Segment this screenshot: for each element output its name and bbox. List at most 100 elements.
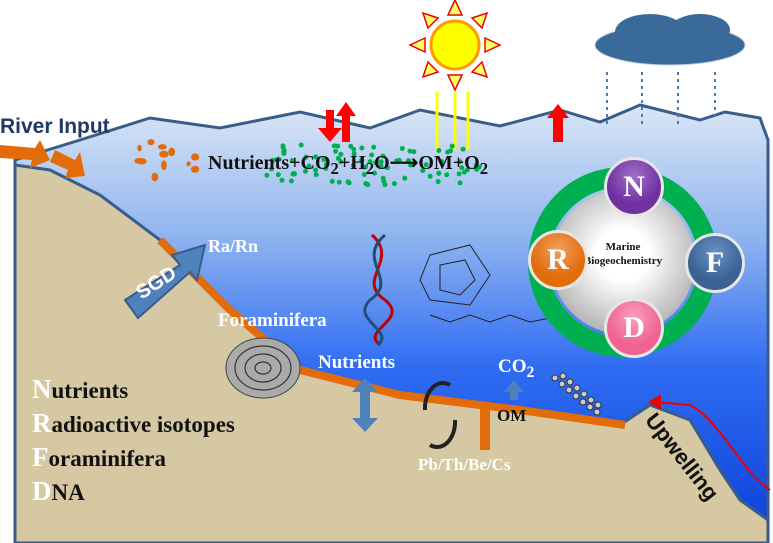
legend-text: adioactive isotopes xyxy=(51,412,235,437)
legend-text: NA xyxy=(51,480,85,505)
algae-dot xyxy=(351,151,357,157)
algae-dot xyxy=(439,158,445,164)
algae-dot xyxy=(335,143,341,149)
cycle-arrows-icon xyxy=(422,381,458,449)
legend-text: oraminifera xyxy=(48,446,167,471)
algae-dot xyxy=(313,172,319,178)
algae-dot xyxy=(456,171,462,177)
algae-dot xyxy=(444,172,450,178)
algae-dot xyxy=(279,177,285,183)
algae-dot xyxy=(474,166,480,172)
particle xyxy=(186,161,191,167)
co2-arrow-icon xyxy=(504,380,524,400)
algae-dot xyxy=(289,158,295,164)
algae-dot xyxy=(345,179,351,185)
eq-mid: +H xyxy=(338,152,366,174)
algae-dot xyxy=(407,148,413,154)
legend-initial: R xyxy=(32,408,52,438)
particle xyxy=(161,160,167,171)
foraminifera-label: Foraminifera xyxy=(218,310,327,331)
hub-line2: Biogeochemistry xyxy=(583,255,663,267)
algae-dot xyxy=(350,162,356,168)
algae-dot xyxy=(427,173,433,179)
algae-dot xyxy=(382,182,388,188)
algae-dot xyxy=(391,181,397,187)
algae-dot xyxy=(288,178,294,184)
algae-dot xyxy=(303,154,309,160)
algae-dot xyxy=(298,142,304,148)
sediment-flux-band xyxy=(157,237,626,429)
algae-dot xyxy=(313,167,319,173)
pb-th-label: Pb/Th/Be/Cs xyxy=(418,455,511,474)
eq-sub3: 2 xyxy=(479,159,489,178)
algae-dot xyxy=(291,170,297,176)
algae-dot xyxy=(268,166,274,172)
hub-line1: Marine xyxy=(605,241,641,253)
algae-dot xyxy=(302,168,308,174)
ra-rn-label: Ra/Rn xyxy=(208,236,259,256)
algae-dot xyxy=(264,172,270,178)
algae-dot xyxy=(359,145,365,151)
algae-dot xyxy=(457,159,463,165)
algae-dot xyxy=(384,165,390,171)
phytoplankton-dots xyxy=(264,142,482,188)
foraminifera-shell-icon xyxy=(225,337,301,399)
legend-item: Foraminifera xyxy=(32,441,235,475)
river-input-arrows-icon xyxy=(0,140,85,178)
river-input-label: River Input xyxy=(0,115,110,138)
algae-dot xyxy=(371,144,377,150)
algae-dot xyxy=(420,168,426,174)
algae-dot xyxy=(336,179,342,185)
sunlight-rays-icon xyxy=(435,92,470,150)
algae-dot xyxy=(329,178,335,184)
algae-dot xyxy=(435,179,441,185)
particle xyxy=(168,147,176,157)
particle xyxy=(191,153,200,161)
hub-node-r: R xyxy=(528,230,588,290)
algae-dot xyxy=(270,158,276,164)
legend-item: Radioactive isotopes xyxy=(32,407,235,441)
hub-node-f: F xyxy=(685,233,745,293)
algae-dot xyxy=(449,143,455,149)
algae-dot xyxy=(436,170,442,176)
eq-sub2: 2 xyxy=(365,159,375,178)
eq-arrow: ⟶ xyxy=(389,152,419,174)
algae-dot xyxy=(423,162,429,168)
algae-dot xyxy=(367,159,373,165)
algae-dot xyxy=(338,151,344,157)
algae-dot xyxy=(457,180,463,186)
algae-dot xyxy=(275,172,281,178)
legend-item: DNA xyxy=(32,475,235,509)
algae-dot xyxy=(445,149,451,155)
algae-dot xyxy=(333,148,339,154)
particle xyxy=(190,165,200,173)
rain-cloud-icon xyxy=(594,14,746,125)
algae-dot xyxy=(348,143,354,149)
algae-dot xyxy=(306,163,312,169)
hub-node-d: D xyxy=(604,298,664,358)
algae-dot xyxy=(473,163,479,169)
algae-dot xyxy=(396,157,402,163)
algae-dot xyxy=(361,172,367,178)
particle-chain-icon xyxy=(551,372,602,416)
algae-dot xyxy=(371,170,377,176)
algae-dot xyxy=(411,149,417,155)
co2-sub: 2 xyxy=(526,363,535,381)
legend-text: utrients xyxy=(51,378,129,403)
algae-dot xyxy=(281,148,287,154)
co2-label: CO2 xyxy=(498,356,534,382)
eq-sub1: 2 xyxy=(330,159,339,178)
nutrients-flux-arrow-icon xyxy=(352,378,378,432)
algae-dot xyxy=(313,154,319,160)
particle xyxy=(157,144,167,150)
pb-th-flux-arrow-icon xyxy=(480,405,490,450)
algae-dot xyxy=(362,164,368,170)
algae-dot xyxy=(402,175,408,181)
algae-dot xyxy=(459,165,465,171)
hub-center-label: Marine Biogeochemistry xyxy=(573,240,673,268)
om-label: OM xyxy=(497,406,527,425)
gas-exchange-arrows-icon xyxy=(318,102,569,142)
algae-dot xyxy=(406,158,412,164)
eq-o: O xyxy=(374,152,390,174)
